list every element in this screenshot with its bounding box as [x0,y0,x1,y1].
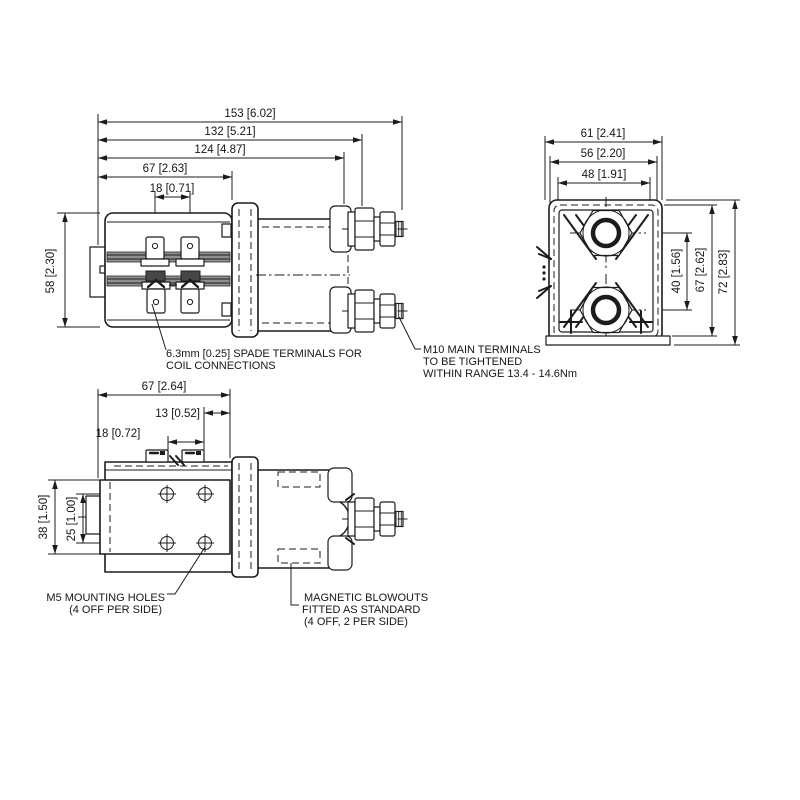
dim-top-coil-length: 67 [2.64] [98,381,230,398]
dim-label: 67 [2.62] [695,248,707,293]
note-line: TO BE TIGHTENED [423,356,522,368]
dim-side-to-inner-nut: 124 [4.87] [98,144,344,161]
dim-label: 40 [1.56] [671,249,683,294]
spade-terminal-lower-right [175,278,205,314]
dim-label: 38 [1.50] [38,495,50,540]
note-spade-terminals: 6.3mm [0.25] SPADE TERMINALS FOR COIL CO… [151,303,362,372]
m10-stud-top-view [341,497,411,541]
dim-label: 67 [2.64] [142,381,187,393]
dim-label: 153 [6.02] [224,108,275,120]
m10-stud-top [341,207,411,251]
note-mounting-holes: M5 MOUNTING HOLES (4 OFF PER SIDE) [46,546,206,616]
dim-end-terminal-area-width: 48 [1.91] [558,169,650,186]
polarity-plus-mark [629,310,653,334]
polarity-plus-mark [559,310,583,334]
dim-top-spade-spacing: 18 [0.72] [96,428,204,445]
dim-end-body-width: 56 [2.20] [550,148,657,165]
note-line: M5 MOUNTING HOLES [46,592,165,604]
note-magnetic-blowouts: MAGNETIC BLOWOUTS FITTED AS STANDARD (4 … [290,563,428,628]
dim-label: 13 [0.52] [155,408,200,420]
dim-label: 18 [0.71] [150,183,195,195]
spade-terminal-upper-left [140,236,170,267]
main-terminal-top [570,197,646,269]
mounting-hole [196,485,214,503]
end-view: 61 [2.41] 56 [2.20] 48 [1.91] 40 [1.56] … [536,128,740,346]
dim-side-spade-spacing: 18 [0.71] [150,183,195,200]
spade-terminal-lower-left [141,278,171,314]
dim-side-overall-length: 153 [6.02] [98,108,402,125]
dim-label: 72 [2.83] [718,250,730,295]
mounting-hole [158,534,176,552]
dim-label: 25 [1.00] [66,497,78,542]
dim-label: 58 [2.30] [45,249,57,294]
spade-terminal-tab [145,449,169,463]
dim-end-body-height: 67 [2.62] [695,205,715,336]
flange-top [231,456,259,578]
dim-top-mounting-plate-width: 38 [1.50] [38,480,58,554]
note-line: WITHIN RANGE 13.4 - 14.6Nm [423,368,577,380]
magnetic-blowout-outline [277,548,321,564]
dim-side-to-outer-nut: 132 [5.21] [98,126,362,143]
dim-label: 56 [2.20] [581,148,626,160]
dim-top-mounting-hole-spacing: 25 [1.00] [66,494,86,543]
dim-end-overall-height: 72 [2.83] [718,200,738,345]
note-line: FITTED AS STANDARD [302,604,420,616]
dim-label: 48 [1.91] [582,169,627,181]
contact-housing-top [257,467,355,571]
mounting-plate [99,479,231,555]
note-line: 6.3mm [0.25] SPADE TERMINALS FOR [166,348,362,360]
dim-end-overall-width: 61 [2.41] [545,128,662,145]
m10-stud-bottom [341,289,411,333]
contact-housing [256,205,352,334]
spade-terminals-edge [536,246,552,299]
terminal-bracket [327,535,353,571]
dim-label: 132 [5.21] [204,126,255,138]
mounting-hole [158,485,176,503]
top-view: 67 [2.64] 13 [0.52] 18 [0.72] 38 [1.50] … [38,381,428,628]
mounting-base [545,335,671,346]
dim-label: 124 [4.87] [194,144,245,156]
mounting-hole [196,534,214,552]
dim-label: 61 [2.41] [581,128,626,140]
end-view-extension-lines [544,136,740,346]
dim-label: 67 [2.63] [143,163,188,175]
dim-label: 18 [0.72] [96,428,141,440]
spade-terminal-upper-right [175,236,205,267]
terminal-bracket [327,467,353,503]
mounting-bracket-tab [85,495,101,535]
note-line: (4 OFF PER SIDE) [69,604,162,616]
side-view-geometry [89,202,411,338]
note-main-terminals: M10 MAIN TERMINALS TO BE TIGHTENED WITHI… [398,316,577,380]
note-line: (4 OFF, 2 PER SIDE) [304,616,408,628]
magnetic-blowout-outline [277,471,321,488]
dim-side-coil-length: 67 [2.63] [98,163,232,180]
dim-side-body-height: 58 [2.30] [45,213,68,327]
note-line: MAGNETIC BLOWOUTS [304,592,428,604]
top-view-geometry [78,449,411,578]
side-view: 153 [6.02] 132 [5.21] 124 [4.87] 67 [2.6… [45,108,577,380]
dim-end-terminal-spacing: 40 [1.56] [671,233,690,310]
flange [231,202,259,338]
spade-terminal-tab [181,449,205,463]
end-view-geometry [536,197,671,346]
dim-top-spade-edge-offset: 13 [0.52] [155,408,230,420]
main-terminal-bottom [570,274,646,346]
note-line: M10 MAIN TERMINALS [423,344,541,356]
note-line: COIL CONNECTIONS [166,360,276,372]
coil-body [104,212,233,328]
